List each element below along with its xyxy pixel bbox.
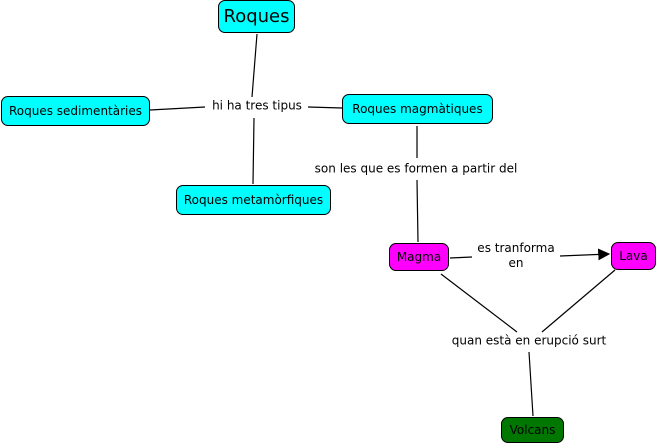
line-roques-tipus <box>251 33 258 98</box>
concept-roques-metamorfiques[interactable]: Roques metamòrfiques <box>176 185 331 215</box>
link-label-tranforma-line1: es tranforma <box>477 241 555 255</box>
line-erupcio-volcans <box>528 351 534 417</box>
line-tipus-sedimentaries <box>149 106 206 111</box>
link-label-tipus: hi ha tres tipus <box>210 98 304 114</box>
concept-roques-sedimentaries[interactable]: Roques sedimentàries <box>1 96 150 126</box>
concept-lava[interactable]: Lava <box>611 242 656 270</box>
link-label-erupcio: quan està en erupció surt <box>449 333 609 349</box>
line-magma-erupcio <box>440 273 518 333</box>
line-magma-tranforma <box>449 256 473 259</box>
arrow-tranforma-lava <box>559 248 611 261</box>
concept-roques-magmatiques[interactable]: Roques magmàtiques <box>342 94 493 124</box>
concept-volcans[interactable]: Volcans <box>501 417 564 443</box>
concept-magma[interactable]: Magma <box>389 243 449 271</box>
link-label-tranforma-line2: en <box>508 256 524 270</box>
line-tipus-metamorfiques <box>252 117 255 185</box>
link-label-tranforma: es tranforma en <box>475 241 557 271</box>
line-formen-magma <box>416 179 419 243</box>
concept-roques[interactable]: Roques <box>218 0 295 33</box>
line-tipus-magmatiques <box>307 106 343 109</box>
link-label-formen: son les que es formen a partir del <box>312 161 520 177</box>
line-lava-erupcio <box>541 269 616 333</box>
